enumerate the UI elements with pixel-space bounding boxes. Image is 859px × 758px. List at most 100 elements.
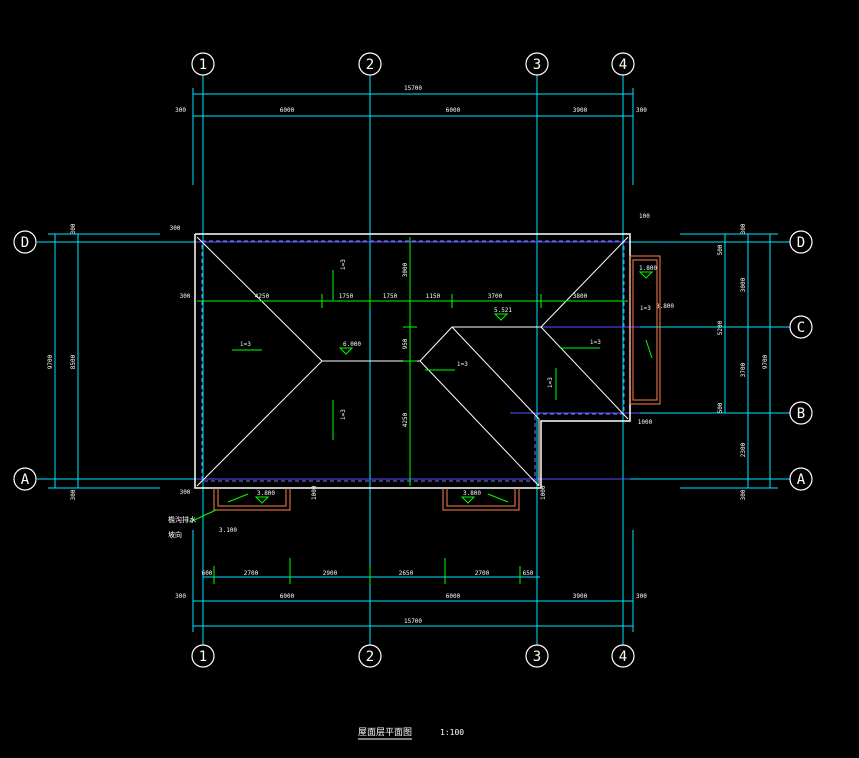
left-dim-end-top: 300	[70, 223, 77, 234]
gutter-slope-arrows	[189, 339, 653, 523]
col-bubble-3-bottom	[525, 644, 549, 668]
right-dim-seg-1: 3000	[740, 277, 747, 292]
row-label-A-right: A	[797, 472, 806, 488]
bottom-dim-end-right: 300	[636, 593, 647, 600]
row-bubble-A-right	[789, 467, 813, 491]
roof-dimension-lines	[197, 237, 628, 486]
bottom-detail-ticks	[213, 558, 521, 584]
hip-line	[451, 326, 540, 420]
row-extension-lines	[195, 241, 640, 480]
col-label-3-bottom: 3	[533, 649, 541, 665]
right-dim-small-4: 300	[740, 489, 747, 500]
bottom-dimensions	[192, 530, 634, 632]
roof-dim-h-5: 3700	[488, 293, 503, 300]
left-dim-inner: 8500	[70, 354, 77, 369]
roof-dim-v-3: 950	[402, 338, 409, 349]
left-dim-end-bottom: 300	[70, 489, 77, 500]
elevation-triangle	[254, 496, 270, 504]
elevation-label: 6.000	[343, 341, 361, 348]
roof-dim-h-6: 3800	[573, 293, 588, 300]
elevation-label: 5.521	[494, 307, 512, 314]
row-label-D-right: D	[797, 235, 805, 251]
bottom-dim-end-left: 300	[175, 593, 186, 600]
roof-dim-v-1: 3000	[402, 262, 409, 277]
note-leader	[189, 509, 217, 523]
roof-ridges	[196, 236, 629, 487]
axis-bubbles	[13, 52, 813, 668]
row-label-C-right: C	[797, 320, 805, 336]
bottom-detail-3: 2900	[323, 570, 338, 577]
right-dim-seg-2: 5200	[717, 320, 724, 335]
elevation-markers	[254, 271, 654, 504]
bottom-dim-span-3: 3900	[573, 593, 588, 600]
row-bubble-A-left	[13, 467, 37, 491]
misc-dim-1: 300	[170, 225, 181, 232]
gutter-bottom-left-inner	[217, 488, 287, 507]
top-dim-total: 15700	[404, 85, 422, 92]
bottom-detail-1: 600	[202, 570, 213, 577]
col-bubble-1-top	[191, 52, 215, 76]
top-dim-span-3: 3900	[573, 107, 588, 114]
bottom-detail-5: 2700	[475, 570, 490, 577]
row-label-A-left: A	[21, 472, 30, 488]
bottom-detail-6: 650	[523, 570, 534, 577]
misc-dim-5: 1000	[311, 485, 318, 500]
gutter-bottom-right	[442, 488, 520, 511]
drawing-title: 屋面层平面图	[358, 727, 412, 738]
bottom-dim-total: 15700	[404, 618, 422, 625]
hip-line	[196, 236, 323, 362]
col-label-1-top: 1	[199, 57, 207, 73]
col-bubble-4-bottom	[611, 644, 635, 668]
building-outline	[194, 233, 631, 489]
left-dimensions	[48, 233, 160, 489]
slope-arrow	[645, 339, 653, 359]
hip-line	[419, 360, 540, 487]
slope-label: i=3	[340, 259, 347, 270]
roof-dim-v-4: 1000	[638, 419, 653, 426]
col-bubble-4-top	[611, 52, 635, 76]
slope-label: i=3	[590, 339, 601, 346]
slope-label: i=3	[340, 409, 347, 420]
bottom-detail-4: 2650	[399, 570, 414, 577]
misc-dim-6: 1000	[540, 485, 547, 500]
col-bubble-3-top	[525, 52, 549, 76]
row-label-B-right: B	[797, 406, 805, 422]
col-bubble-2-bottom	[358, 644, 382, 668]
right-dim-small-2: 500	[717, 244, 724, 255]
elevation-label: 3.800	[463, 490, 481, 497]
col-label-2-bottom: 2	[366, 649, 374, 665]
right-dim-small-3: 500	[717, 402, 724, 413]
col-label-4-bottom: 4	[619, 649, 627, 665]
misc-dim-3: 300	[180, 489, 191, 496]
row-bubble-D-right	[789, 230, 813, 254]
roof-dim-h-1: 4250	[255, 293, 270, 300]
slope-arrow	[487, 493, 509, 503]
elevation-label: 1.800	[639, 265, 657, 272]
hip-line	[196, 360, 323, 487]
hip-line	[540, 326, 629, 420]
gutter-bottom-left	[213, 488, 291, 511]
slope-arrow	[227, 493, 249, 503]
drawing-scale: 1:100	[440, 728, 464, 737]
col-bubble-1-bottom	[191, 644, 215, 668]
roof-dim-h-3: 1750	[383, 293, 398, 300]
roof-dim-h-4: 1150	[426, 293, 441, 300]
right-dim-small-1: 300	[740, 223, 747, 234]
row-bubble-B-right	[789, 401, 813, 425]
elevation-label: 3.800	[257, 490, 275, 497]
gutter-note-2: 坡向	[168, 530, 182, 539]
row-bubble-D-left	[13, 230, 37, 254]
left-dim-total: 9700	[47, 354, 54, 369]
right-dim-seg-3: 2300	[740, 442, 747, 457]
right-dim-seg-4: 3700	[740, 362, 747, 377]
gutter-bottom-right-inner	[446, 488, 516, 507]
elevation-triangle	[338, 347, 354, 355]
top-dimensions	[192, 88, 634, 185]
gutters	[213, 255, 661, 511]
axis-grid-lines	[37, 75, 790, 645]
gutter-right	[629, 255, 661, 405]
slope-label: i=3	[640, 305, 651, 312]
col-label-4-top: 4	[619, 57, 627, 73]
col-bubble-2-top	[358, 52, 382, 76]
